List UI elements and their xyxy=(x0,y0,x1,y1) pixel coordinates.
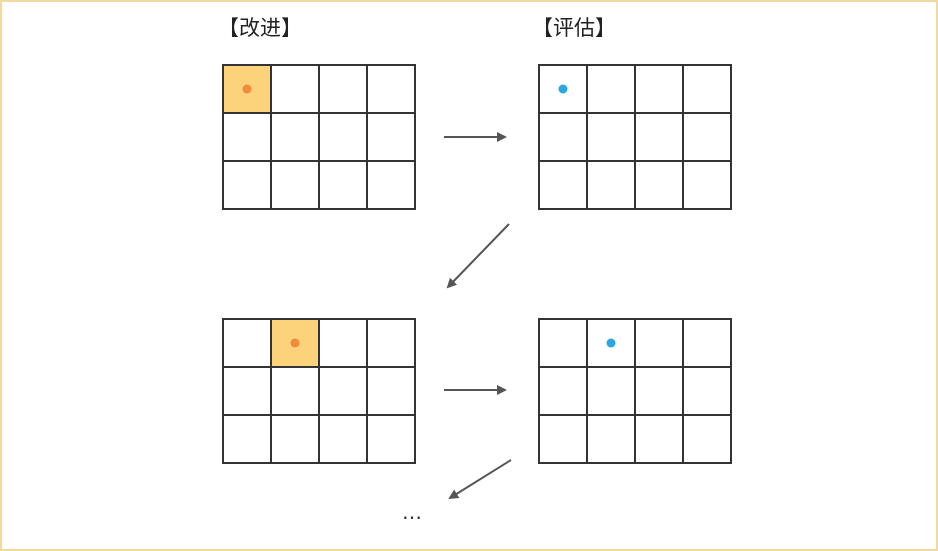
grid-cell xyxy=(320,66,368,114)
grid-cell xyxy=(320,320,368,368)
grid-cell xyxy=(588,114,636,162)
improve-label: 【改进】 xyxy=(218,16,302,40)
improve-marker-dot xyxy=(242,84,252,94)
grid-cell xyxy=(368,66,416,114)
grid-cell xyxy=(272,162,320,210)
grid-cell xyxy=(224,162,272,210)
grid-cell xyxy=(320,162,368,210)
grid-cell xyxy=(588,162,636,210)
grid-cell xyxy=(368,162,416,210)
continuation-ellipsis: … xyxy=(402,500,423,524)
arrow-diagonal-1 xyxy=(446,223,510,289)
grid-cell xyxy=(272,368,320,416)
grid-cell xyxy=(684,320,732,368)
grid-cell xyxy=(272,416,320,464)
grid-cell xyxy=(368,368,416,416)
grid-cell xyxy=(320,416,368,464)
grid-cell xyxy=(588,416,636,464)
evaluate-label: 【评估】 xyxy=(532,16,616,40)
grid-cell xyxy=(684,368,732,416)
grid-cell xyxy=(684,66,732,114)
grid-cell xyxy=(684,114,732,162)
grid-cell xyxy=(540,162,588,210)
grid-cell xyxy=(636,320,684,368)
grid-cell xyxy=(636,114,684,162)
grid-cell xyxy=(636,162,684,210)
grid-cell xyxy=(588,66,636,114)
evaluate-grid-step-2 xyxy=(538,318,732,464)
grid-cell xyxy=(588,368,636,416)
arrow-diagonal-2 xyxy=(448,459,512,500)
grid-cell xyxy=(636,66,684,114)
grid-cell xyxy=(272,320,320,368)
grid-cell xyxy=(272,66,320,114)
grid-cell xyxy=(224,66,272,114)
grid-cell xyxy=(636,416,684,464)
grid-cell xyxy=(540,114,588,162)
evaluate-marker-dot xyxy=(606,338,616,348)
grid-cell xyxy=(684,162,732,210)
grid-cell xyxy=(684,416,732,464)
grid-cell xyxy=(540,320,588,368)
grid-cell xyxy=(224,416,272,464)
grid-cell xyxy=(368,114,416,162)
grid-cell xyxy=(540,368,588,416)
grid-cell xyxy=(588,320,636,368)
grid-cell xyxy=(636,368,684,416)
evaluate-marker-dot xyxy=(558,84,568,94)
grid-cell xyxy=(320,368,368,416)
improve-marker-dot xyxy=(290,338,300,348)
grid-cell xyxy=(320,114,368,162)
improve-grid-step-1 xyxy=(222,64,416,210)
grid-cell xyxy=(224,320,272,368)
grid-cell xyxy=(368,416,416,464)
grid-cell xyxy=(224,114,272,162)
grid-cell xyxy=(272,114,320,162)
grid-cell xyxy=(224,368,272,416)
grid-cell xyxy=(540,66,588,114)
grid-cell xyxy=(368,320,416,368)
grid-cell xyxy=(540,416,588,464)
improve-grid-step-2 xyxy=(222,318,416,464)
evaluate-grid-step-1 xyxy=(538,64,732,210)
